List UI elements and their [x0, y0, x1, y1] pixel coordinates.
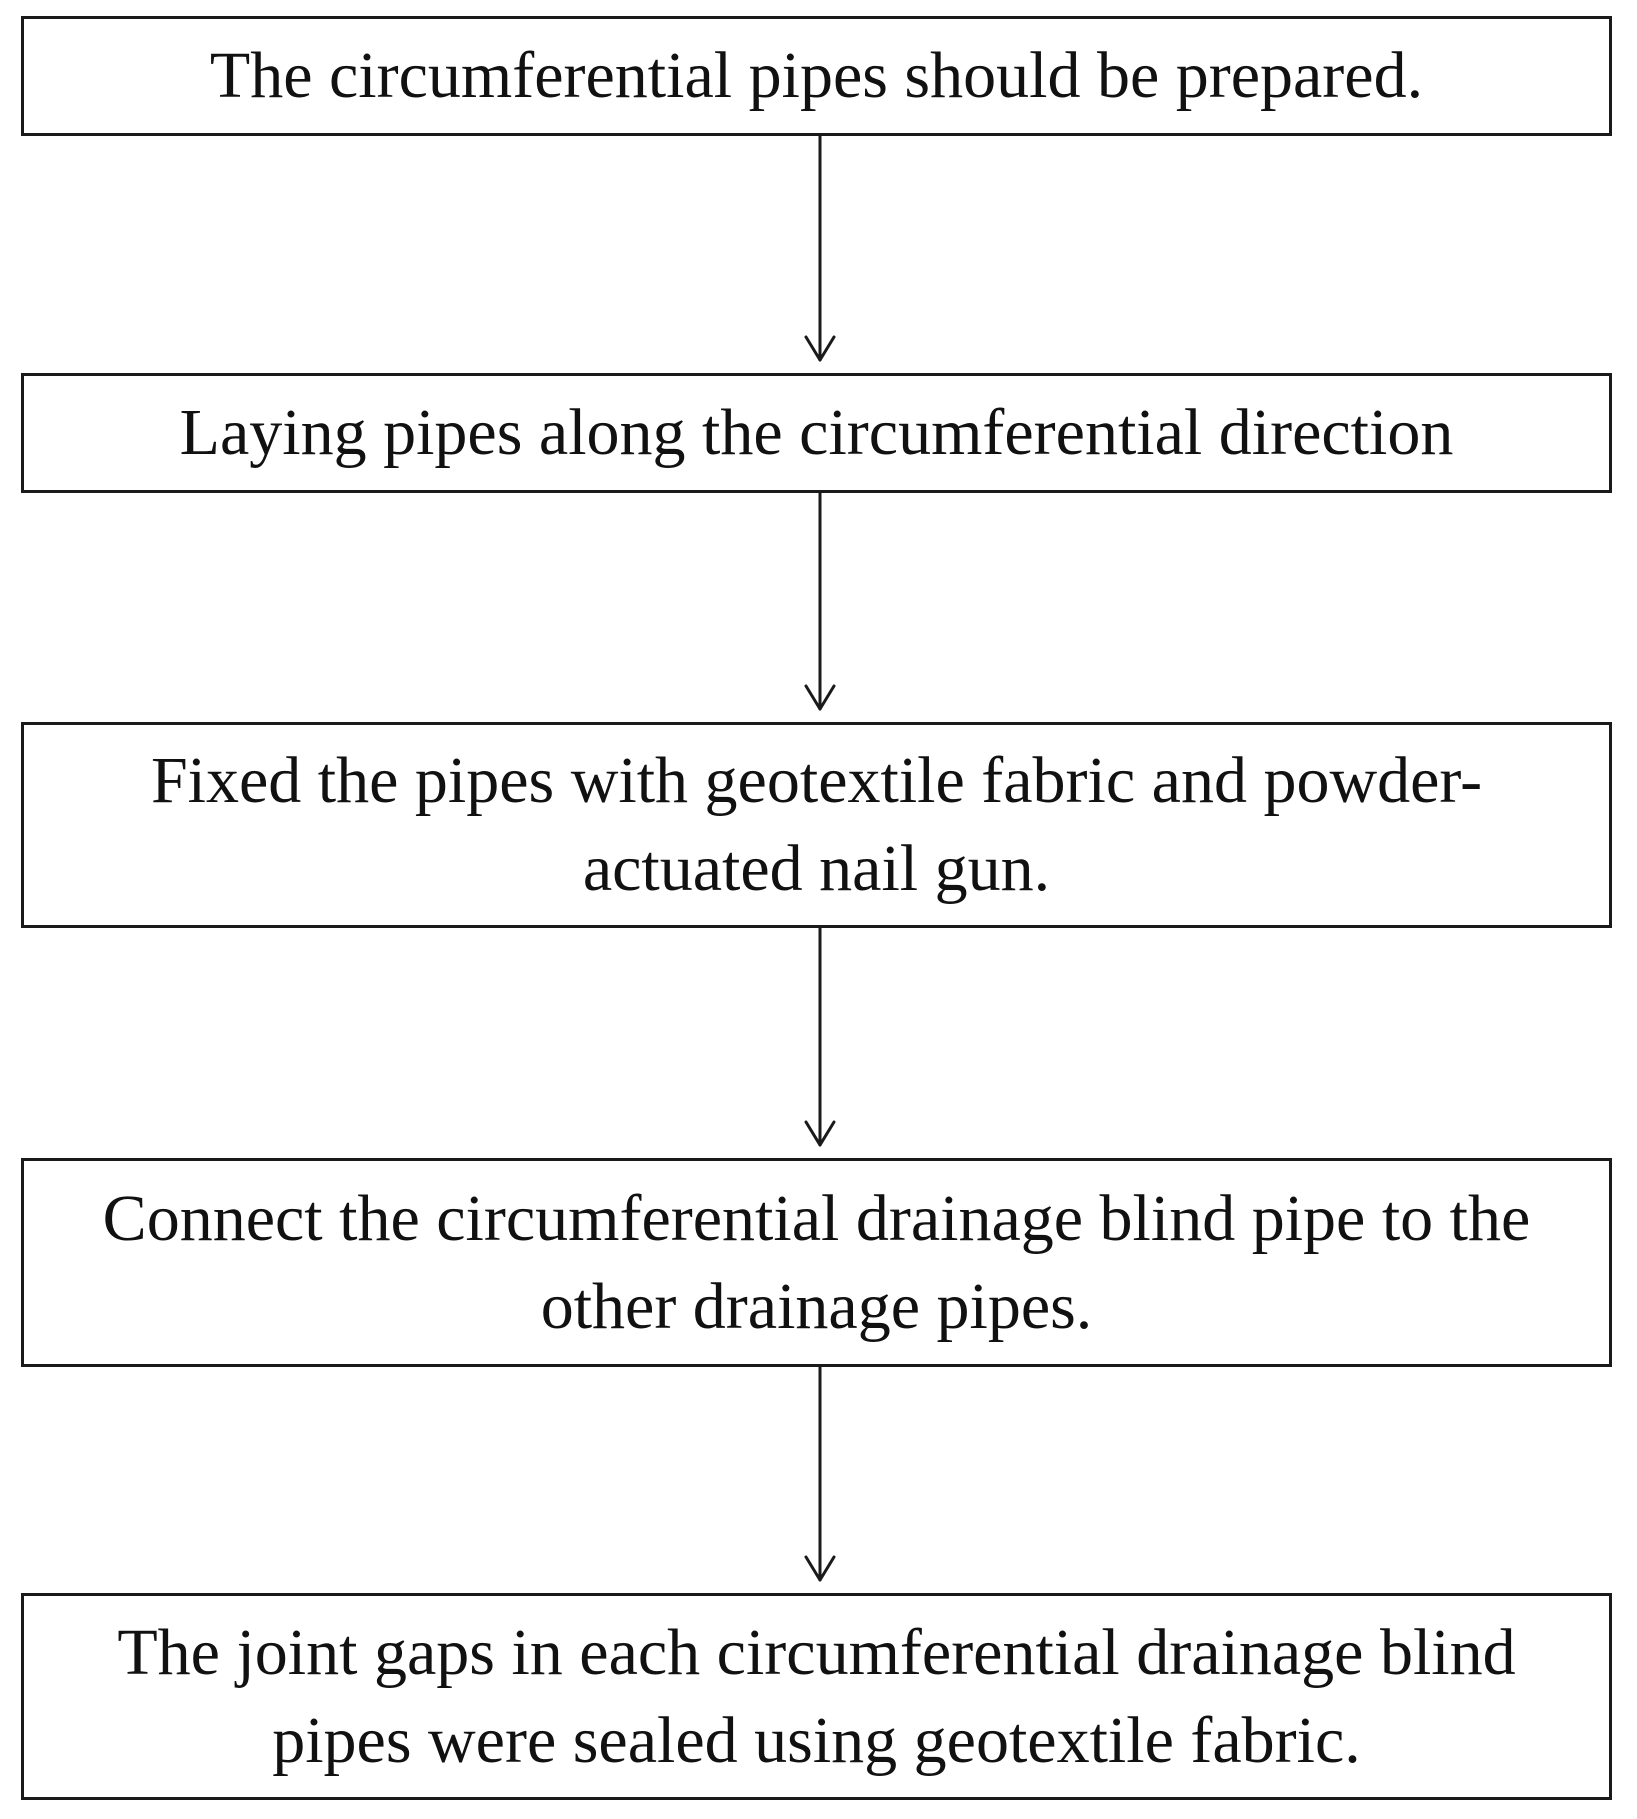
- step-2-box: Laying pipes along the circumferential d…: [21, 373, 1612, 493]
- step-1-box: The circumferential pipes should be prep…: [21, 16, 1612, 136]
- arrow-2-to-3: [804, 491, 836, 711]
- step-3-text: Fixed the pipes with geotextile fabric a…: [150, 744, 1483, 905]
- arrow-4-to-5: [804, 1365, 836, 1582]
- step-2-text: Laying pipes along the circumferential d…: [179, 396, 1454, 469]
- step-4-text: Connect the circumferential drainage bli…: [102, 1181, 1531, 1343]
- step-4-box: Connect the circumferential drainage bli…: [21, 1158, 1612, 1367]
- step-5-text: The joint gaps in each circumferential d…: [117, 1615, 1516, 1777]
- step-1-text: The circumferential pipes should be prep…: [209, 39, 1424, 112]
- arrow-1-to-2: [804, 134, 836, 362]
- arrow-3-to-4: [804, 926, 836, 1147]
- step-3-box: Fixed the pipes with geotextile fabric a…: [21, 722, 1612, 928]
- step-5-box: The joint gaps in each circumferential d…: [21, 1593, 1612, 1800]
